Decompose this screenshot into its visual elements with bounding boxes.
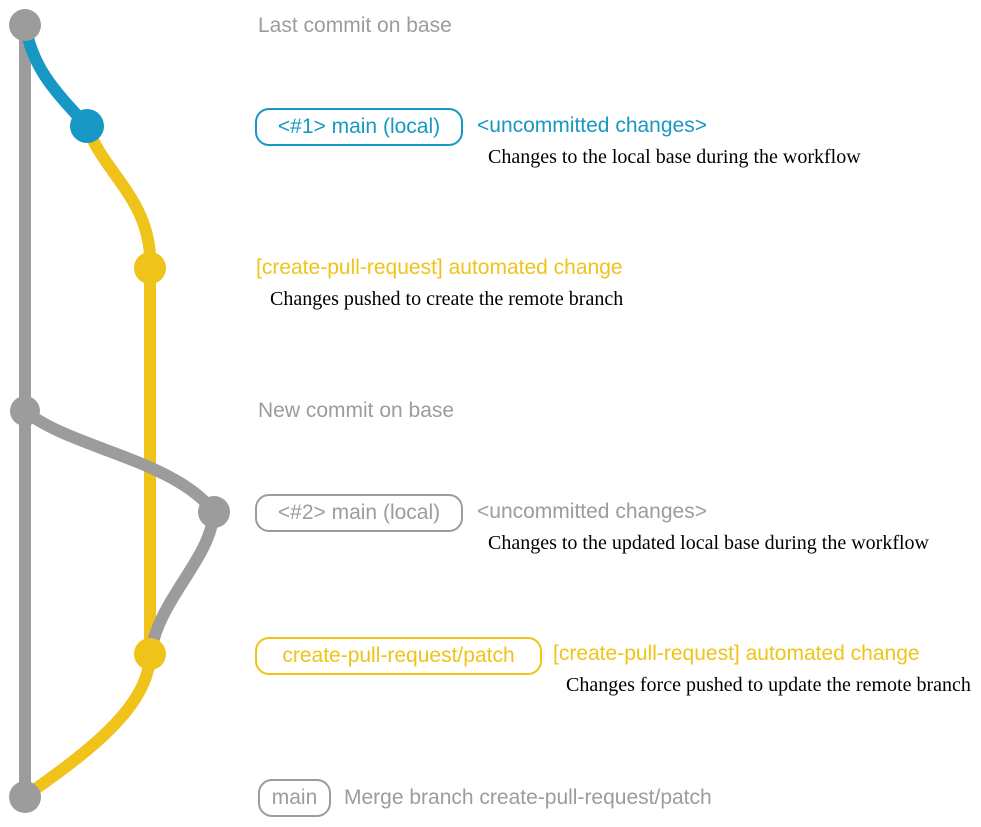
- label-uncommitted-changes-1: <uncommitted changes>: [477, 114, 707, 137]
- label-uncommitted-changes-2: <uncommitted changes>: [477, 500, 707, 523]
- commit-dot-last-base: [9, 9, 41, 41]
- local-main-branch-curve-2: [19, 405, 220, 518]
- commit-dot-main-local-2: [198, 496, 230, 528]
- desc-local-base-changes: Changes to the local base during the wor…: [488, 146, 861, 168]
- desc-force-push-update-remote-branch: Changes force pushed to update the remot…: [566, 674, 971, 696]
- local-main-branch-curve-1: [19, 19, 93, 132]
- label-last-commit-on-base: Last commit on base: [258, 14, 452, 37]
- commit-dot-main-local-1: [70, 109, 104, 143]
- branch-badge-main-local-2: <#2> main (local): [255, 494, 463, 532]
- branch-badge-create-pull-request-patch: create-pull-request/patch: [255, 637, 542, 675]
- desc-push-create-remote-branch: Changes pushed to create the remote bran…: [270, 288, 624, 310]
- commit-dot-automated-change-1: [134, 252, 166, 284]
- commit-dot-automated-change-2: [134, 638, 166, 670]
- desc-updated-local-base-changes: Changes to the updated local base during…: [488, 532, 929, 554]
- label-automated-change-1: [create-pull-request] automated change: [256, 256, 623, 279]
- branch-badge-main-local-1: <#1> main (local): [255, 108, 463, 146]
- git-graph: [9, 9, 230, 813]
- label-automated-change-2: [create-pull-request] automated change: [553, 642, 920, 665]
- commit-dot-merge: [9, 781, 41, 813]
- branch-badge-main: main: [258, 779, 331, 817]
- rebase-curve: [145, 506, 220, 656]
- label-merge-branch: Merge branch create-pull-request/patch: [344, 786, 712, 809]
- commit-dot-new-base: [10, 396, 40, 426]
- label-new-commit-on-base: New commit on base: [258, 399, 455, 422]
